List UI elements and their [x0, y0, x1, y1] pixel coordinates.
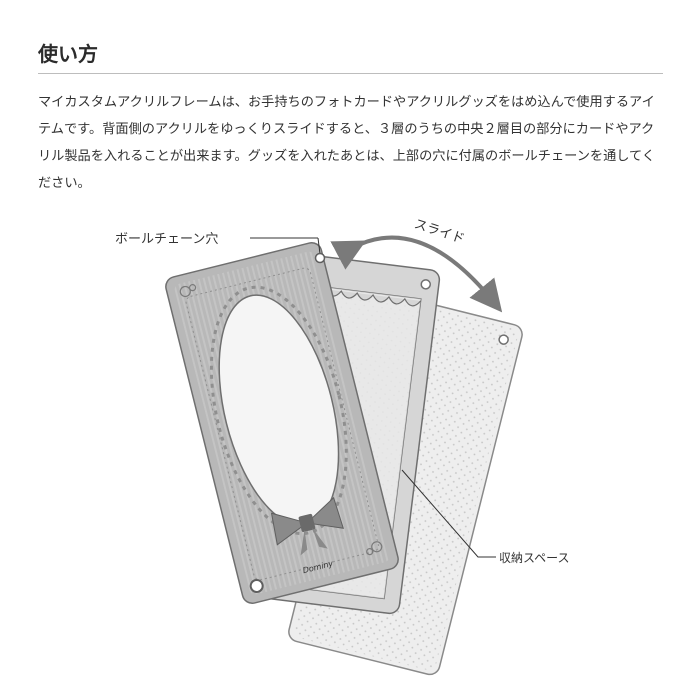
corner-ornament-bottom: [366, 541, 383, 556]
front-bottom-hole: [249, 578, 264, 593]
storage-leader-line: [401, 469, 496, 558]
page-title: 使い方: [38, 42, 98, 66]
front-chain-hole: [314, 252, 326, 264]
slide-arrow: [330, 235, 503, 313]
middle-chain-hole: [420, 279, 432, 290]
usage-description: マイカスタムアクリルフレームは、お手持ちのフォトカードやアクリルグッズをはめ込ん…: [38, 95, 656, 191]
back-chain-hole: [498, 334, 509, 345]
ribbon-bow: [270, 496, 345, 556]
title-divider: [38, 73, 663, 74]
front-acrylic-layer: Dominy: [165, 242, 399, 604]
storage-space-label: 収納スペース: [499, 551, 570, 565]
corner-ornament-top: [179, 284, 197, 298]
ball-chain-hole-label: ボールチェーン穴: [115, 232, 218, 247]
chain-hole-leader-tick: [317, 237, 321, 255]
frame-diagram: Dominy ボールチェーン穴 スライド 収納スペース: [115, 217, 570, 676]
